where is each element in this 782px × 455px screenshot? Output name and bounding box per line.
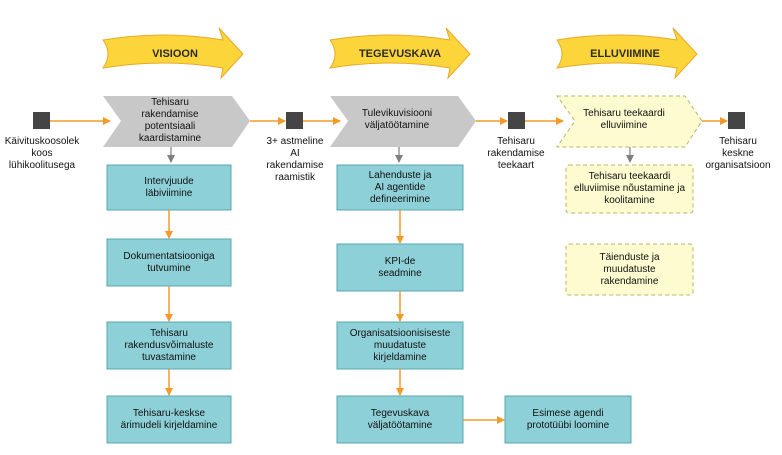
- step-solutions-agents: Lahenduste ja AI agentide defineerimine: [368, 169, 432, 205]
- step-interviews: Intervjuude läbiviimine: [144, 175, 194, 199]
- stage-banner-tegevuskava: [328, 27, 471, 80]
- phase-label-roadmap-implementation: Tehisaru teekaardi elluviimine: [583, 108, 665, 131]
- milestone-square-roadmap: [508, 112, 525, 129]
- stage-label-elluviimine: ELLUVIIMINE: [590, 48, 660, 60]
- box-interviews: [106, 164, 232, 211]
- step-documentation-review: Dokumentatsiooniga tutvumine: [123, 250, 215, 274]
- milestone-square-framework: [286, 112, 303, 129]
- step-roadmap-advisory: Tehisaru teekaardi elluviimise nõustamin…: [573, 171, 686, 206]
- step-first-agent-prototype: Esimese agendi prototüübi loomine: [526, 407, 610, 431]
- milestone-square-organisation: [728, 112, 745, 129]
- box-action-plan: [336, 395, 464, 444]
- step-action-plan: Tegevuskava väljatöötamine: [367, 407, 433, 431]
- phase-chevron-future-vision: [330, 96, 476, 147]
- stage-banner-visioon: [101, 27, 244, 80]
- box-ai-opportunities: [106, 321, 232, 370]
- milestone-label-framework: 3+ astmeline AI rakendamise raamistik: [266, 136, 324, 183]
- stage-label-visioon: VISIOON: [152, 48, 198, 60]
- box-ai-business-model: [106, 395, 232, 444]
- phase-label-potential-mapping: Tehisaru rakendamise potentsiaali kaardi…: [138, 97, 202, 144]
- phase-label-future-vision: Tulevikuvisiooni väljatöötamine: [361, 108, 433, 131]
- box-kpis: [336, 243, 464, 292]
- step-ai-opportunities: Tehisaru rakendusvõimaluste tuvastamine: [124, 327, 214, 363]
- milestone-label-roadmap: Tehisaru rakendamise teekaart: [487, 136, 545, 171]
- step-ai-business-model: Tehisaru-keskse ärimudeli kirjeldamine: [120, 407, 218, 431]
- box-changes-implementation: [565, 243, 694, 296]
- stage-label-tegevuskava: TEGEVUSKAVA: [358, 48, 442, 60]
- phase-chevron-roadmap-implementation: [556, 95, 703, 148]
- box-roadmap-advisory: [565, 164, 694, 214]
- step-kpis: KPI-de seadmine: [378, 255, 422, 279]
- step-changes-implementation: Täienduste ja muudatuste rakendamine: [599, 251, 660, 287]
- milestone-label-ai-organisation: Tehisaru keskne organisatsioon: [705, 136, 771, 171]
- milestone-label-kickoff: Käivituskoosolek koos lühikoolitusega: [4, 136, 80, 171]
- stage-banner-elluviimine: [555, 27, 698, 80]
- box-organisational-changes: [336, 321, 464, 370]
- box-solutions-agents: [336, 164, 464, 211]
- step-organisational-changes: Organisatsioonisiseste muudatuste kirjel…: [349, 327, 451, 363]
- box-first-agent-prototype: [504, 395, 632, 444]
- phase-chevron-potential-mapping: [103, 96, 250, 147]
- milestone-square-kickoff: [33, 112, 50, 129]
